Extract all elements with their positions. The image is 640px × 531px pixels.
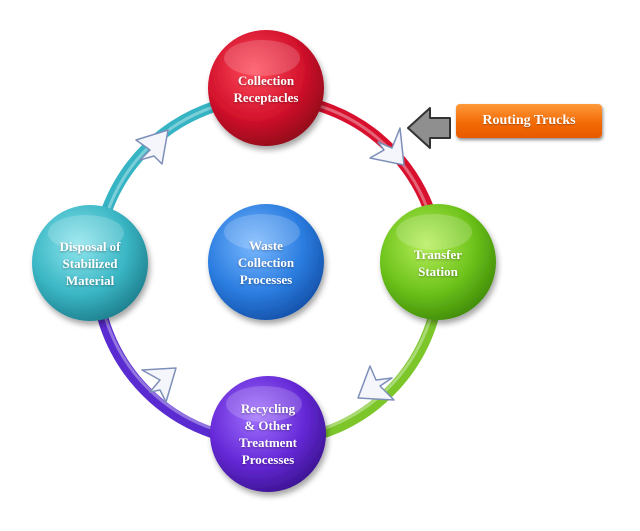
arrow-down-right-icon xyxy=(369,127,405,166)
callout-arrow-icon xyxy=(407,107,451,149)
node-recycling xyxy=(210,376,326,492)
node-disposal xyxy=(32,205,148,321)
node-transfer-station xyxy=(380,204,496,320)
flow-arrows xyxy=(135,127,405,403)
label-disposal: Disposal of Stabilized Material xyxy=(59,239,121,288)
label-collection-receptacles: Collection Receptacles xyxy=(233,73,299,105)
node-center-waste-collection xyxy=(208,204,324,320)
node-collection-receptacles xyxy=(208,30,324,146)
label-recycling: Recycling & Other Treatment Processes xyxy=(239,401,297,467)
label-center: Waste Collection Processes xyxy=(237,238,295,287)
label-transfer-station: Transfer Station xyxy=(413,247,463,279)
arrow-up-left-icon xyxy=(141,367,177,403)
arrow-down-left-icon xyxy=(357,365,395,401)
routing-trucks-callout: Routing Trucks xyxy=(456,104,602,138)
arrow-up-right-icon xyxy=(135,129,169,165)
